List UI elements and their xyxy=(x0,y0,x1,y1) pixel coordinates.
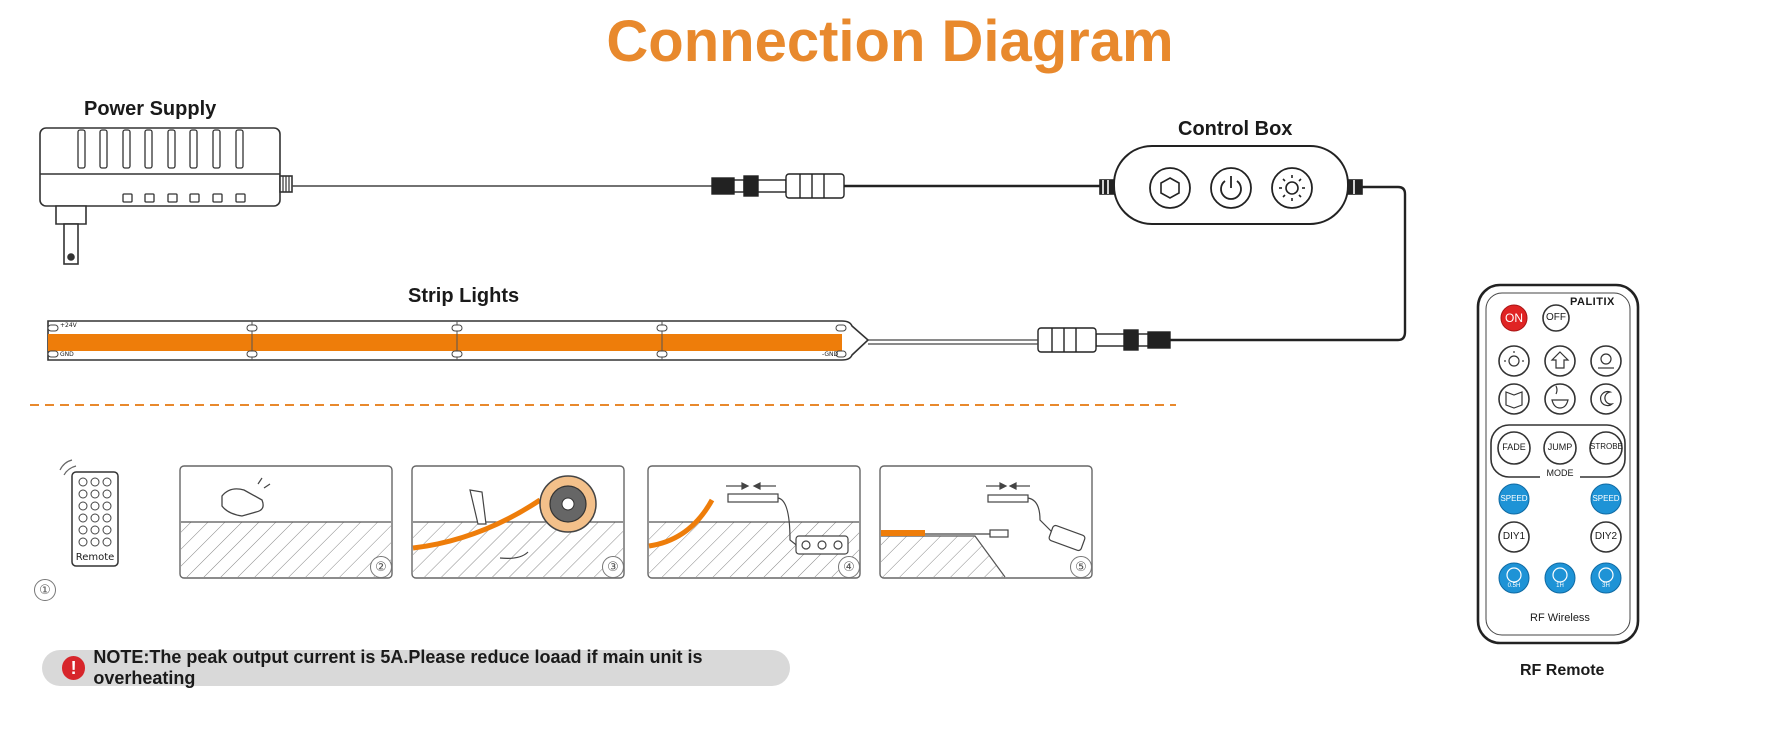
strip-mark-gnd: GND xyxy=(60,351,74,358)
page-title: Connection Diagram xyxy=(606,9,1174,74)
remote-speed-minus-button[interactable]: SPEED xyxy=(1500,494,1528,503)
strip-mark-plus: +24V xyxy=(60,322,77,329)
exclamation-icon: ! xyxy=(62,656,86,680)
remote-speed-plus-button[interactable]: SPEED xyxy=(1592,494,1620,503)
led-strip xyxy=(47,320,870,361)
power-icon xyxy=(1210,167,1252,209)
step-number-2: ② xyxy=(370,556,392,578)
note-text: NOTE:The peak output current is 5A.Pleas… xyxy=(93,647,703,688)
step3-panel xyxy=(411,465,625,579)
note-banner: ! NOTE:The peak output current is 5A.Ple… xyxy=(42,647,790,688)
brightness-down-icon xyxy=(1149,167,1191,209)
step4-panel xyxy=(647,465,861,579)
remote-mode-label: MODE xyxy=(1540,468,1580,478)
strip-lights-label: Strip Lights xyxy=(408,285,520,307)
step-number-1: ① xyxy=(34,579,56,601)
step-number-4: ④ xyxy=(838,556,860,578)
remote-timer-05h[interactable]: 0.5H xyxy=(1507,583,1521,589)
remote-diy1-button[interactable]: DIY1 xyxy=(1502,531,1526,542)
remote-footer-label: RF Wireless xyxy=(1530,612,1590,624)
step1-caption: Remote xyxy=(75,552,115,563)
remote-timer-3h[interactable]: 3H xyxy=(1602,583,1610,589)
remote-jump-button[interactable]: JUMP xyxy=(1547,442,1573,452)
power-supply-label: Power Supply xyxy=(84,98,217,120)
brightness-up-icon xyxy=(1271,167,1313,209)
rf-remote-device xyxy=(1476,283,1640,645)
step-number-5: ⑤ xyxy=(1070,556,1092,578)
control-box-label: Control Box xyxy=(1178,118,1293,140)
dc-connector-top xyxy=(711,173,845,199)
step1-remote xyxy=(59,459,119,567)
remote-diy2-button[interactable]: DIY2 xyxy=(1594,531,1618,542)
power-supply-adapter xyxy=(39,127,293,265)
remote-strobe-button[interactable]: STROBE xyxy=(1590,442,1623,451)
dc-connector-bottom xyxy=(1037,327,1171,353)
rf-remote-label: RF Remote xyxy=(1520,662,1605,679)
remote-on-button[interactable]: ON xyxy=(1505,311,1523,325)
remote-brand: PALITIX xyxy=(1570,296,1615,308)
remote-off-button[interactable]: OFF xyxy=(1546,312,1566,323)
control-box xyxy=(1113,145,1349,225)
step5-panel xyxy=(879,465,1093,579)
step2-panel xyxy=(179,465,393,579)
step-number-3: ③ xyxy=(602,556,624,578)
strip-mark-minus-gnd: -GND xyxy=(822,351,839,358)
remote-timer-1h[interactable]: 1H xyxy=(1556,583,1564,589)
remote-fade-button[interactable]: FADE xyxy=(1502,442,1526,452)
